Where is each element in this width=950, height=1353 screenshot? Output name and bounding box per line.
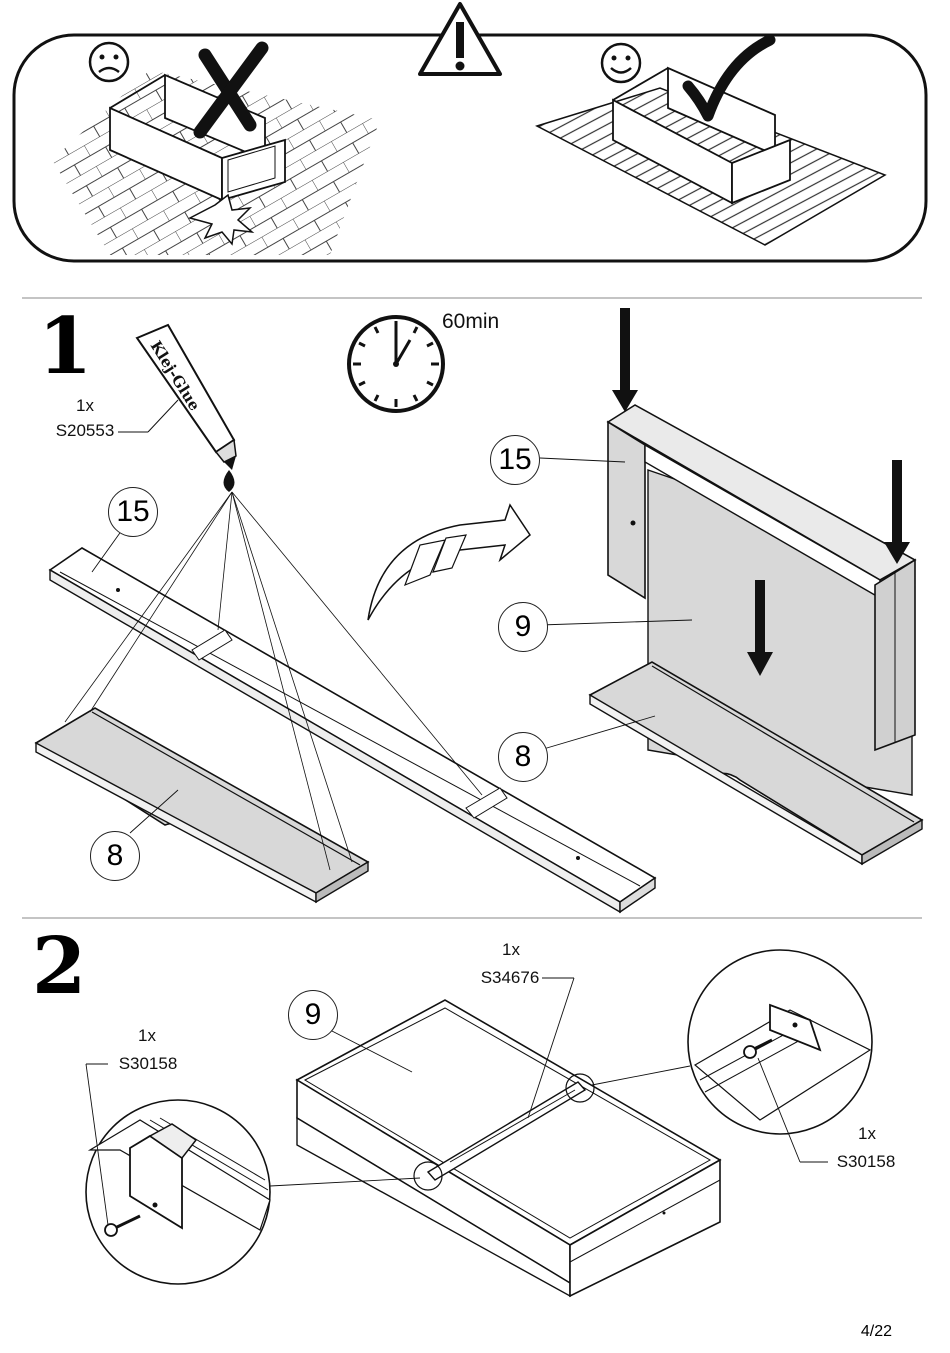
step-number-1: 1 <box>38 301 93 392</box>
happy-face-icon <box>600 42 642 84</box>
bracket-code: S34676 <box>480 968 540 987</box>
down-arrow-icon <box>884 460 910 564</box>
glue-quantity: 1x <box>76 396 94 415</box>
sad-face-icon <box>88 41 130 83</box>
glue-code: S20553 <box>55 421 115 440</box>
bracket-quantity: 1x <box>502 940 520 959</box>
assembled-frame <box>588 308 924 866</box>
glue-tube-icon: Klej-Glue <box>135 323 237 492</box>
glue-guide-lines <box>64 491 483 871</box>
step1-illustration: Klej-Glue <box>34 308 924 914</box>
callout-9-right: 9 <box>498 602 548 652</box>
rail-part-15 <box>48 547 657 914</box>
check-mark-icon <box>682 34 776 122</box>
warning-panel <box>12 2 928 263</box>
correct-rug-scene <box>535 34 887 246</box>
curved-arrow-icon <box>367 503 531 621</box>
base-part-8 <box>34 707 370 904</box>
screw-icon <box>104 1214 141 1237</box>
timer-label: 60min <box>442 310 500 333</box>
screw-icon <box>743 1038 773 1059</box>
zoom-detail-left <box>85 1099 271 1285</box>
wrong-floor-scene <box>52 41 380 255</box>
step2-illustration <box>85 949 873 1298</box>
down-arrow-icon <box>747 580 773 676</box>
callout-9-step2: 9 <box>288 990 338 1040</box>
callout-8-left: 8 <box>90 831 140 881</box>
screw-right-quantity: 1x <box>858 1124 876 1143</box>
page-number: 4/22 <box>860 1323 892 1340</box>
warning-triangle-icon <box>418 2 502 76</box>
clock-icon <box>347 315 445 413</box>
cross-mark-icon <box>193 41 269 139</box>
screw-left-code: S30158 <box>118 1054 178 1073</box>
callout-leaders-step1 <box>91 457 693 834</box>
screw-left-quantity: 1x <box>138 1026 156 1045</box>
callout-leaders-step2 <box>85 977 828 1226</box>
callout-15-left: 15 <box>108 487 158 537</box>
screw-right-code: S30158 <box>836 1152 896 1171</box>
callout-15-right: 15 <box>490 435 540 485</box>
callout-8-right: 8 <box>498 732 548 782</box>
down-arrow-icon <box>612 308 638 412</box>
step-number-2: 2 <box>32 921 87 1012</box>
zoom-detail-right <box>687 949 873 1135</box>
